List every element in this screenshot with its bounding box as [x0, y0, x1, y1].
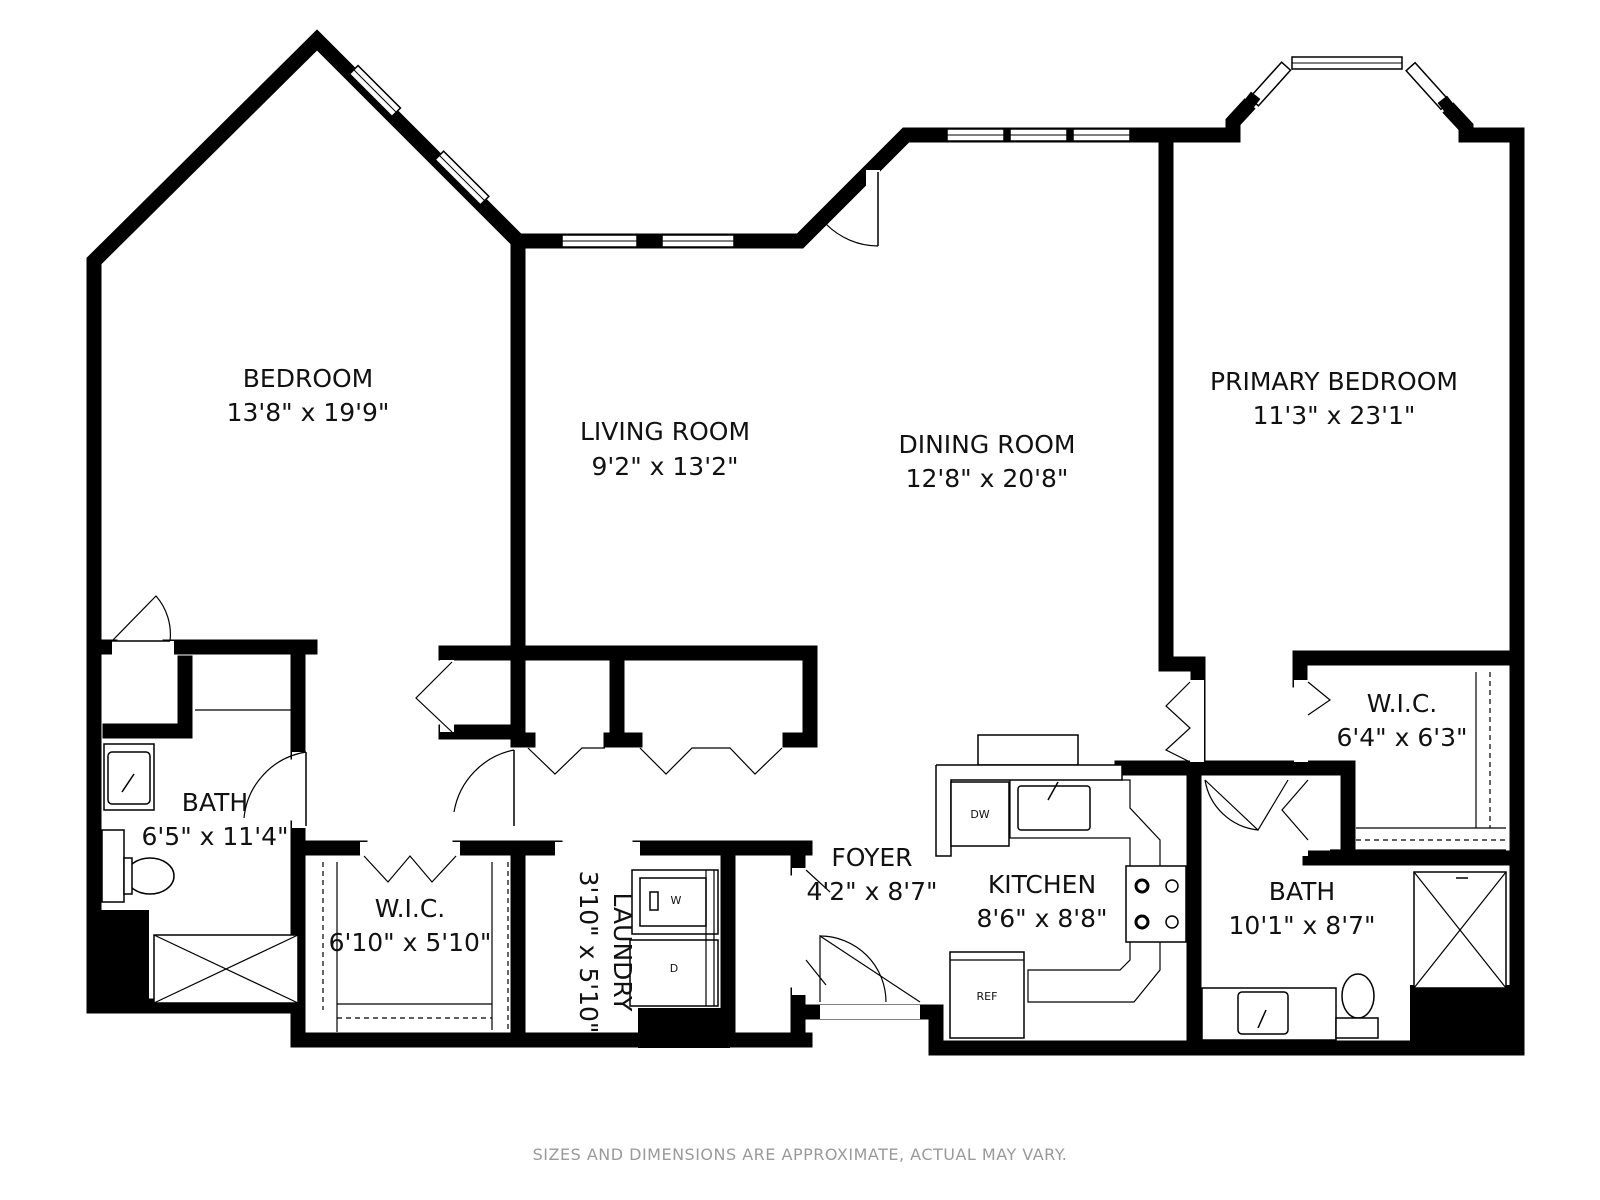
dining-room-name: DINING ROOM	[898, 430, 1075, 459]
wic-left-shelves	[322, 862, 509, 1032]
wic-left-dim: 6'10" x 5'10"	[329, 928, 492, 957]
washer-label: W	[671, 894, 682, 907]
kitchen-dim: 8'6" x 8'8"	[976, 904, 1107, 933]
bath-left-name: BATH	[182, 788, 248, 817]
left-bath-fixtures	[101, 709, 299, 1004]
doors	[111, 170, 1332, 1019]
wic-left-name: W.I.C.	[375, 894, 446, 923]
dryer-label: D	[670, 962, 678, 975]
living-room-name: LIVING ROOM	[580, 417, 750, 446]
bath-left-dim: 6'5" x 11'4"	[142, 822, 289, 851]
bath-right-name: BATH	[1269, 877, 1335, 906]
laundry-name: LAUNDRY	[608, 893, 637, 1013]
foyer-dim: 4'2" x 8'7"	[806, 877, 937, 906]
windows	[348, 56, 1462, 248]
wic-right-dim: 6'4" x 6'3"	[1336, 723, 1467, 752]
bedroom-dim: 13'8" x 19'9"	[227, 398, 390, 427]
bath-right-dim: 10'1" x 8'7"	[1229, 911, 1376, 940]
wic-right-name: W.I.C.	[1367, 689, 1438, 718]
laundry-appliances: W D	[629, 869, 719, 1007]
foyer-name: FOYER	[831, 843, 912, 872]
refrigerator-label: REF	[977, 990, 998, 1003]
bedroom-name: BEDROOM	[243, 364, 374, 393]
dining-room-dim: 12'8" x 20'8"	[906, 464, 1069, 493]
disclaimer-text: SIZES AND DIMENSIONS ARE APPROXIMATE, AC…	[533, 1145, 1068, 1164]
kitchen-fixtures: DW REF	[935, 734, 1187, 1039]
primary-bedroom-name: PRIMARY BEDROOM	[1210, 367, 1458, 396]
primary-bedroom-dim: 11'3" x 23'1"	[1253, 401, 1416, 430]
room-labels: BEDROOM 13'8" x 19'9" LIVING ROOM 9'2" x…	[142, 364, 1468, 1033]
kitchen-name: KITCHEN	[988, 870, 1096, 899]
living-room-dim: 9'2" x 13'2"	[592, 452, 739, 481]
right-bath-fixtures	[1201, 672, 1507, 1041]
laundry-dim: 3'10" x 5'10"	[574, 871, 603, 1034]
dishwasher-label: DW	[970, 808, 989, 821]
